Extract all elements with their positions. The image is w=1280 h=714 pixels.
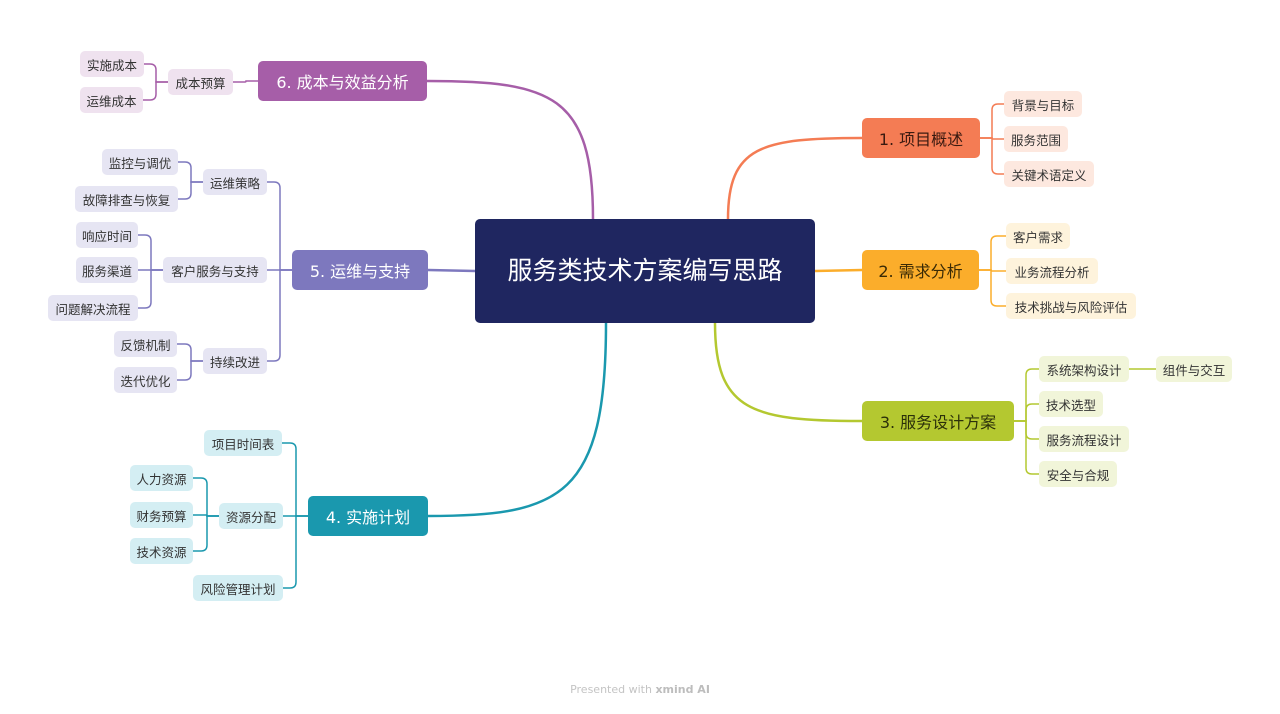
branch-implementation-plan[interactable]: 4. 实施计划 [308,496,428,536]
connector-b5-sub2-2 [137,269,164,309]
topic-business-process-analysis[interactable]: 业务流程分析 [1006,258,1098,284]
connector-b5-2 [266,269,293,362]
branch-requirements-analysis[interactable]: 2. 需求分析 [862,250,979,290]
connector-b3-1 [1013,403,1040,422]
topic-problem-resolution[interactable]: 问题解决流程 [48,295,138,321]
connector-b3-3 [1013,420,1040,475]
topic-key-terms[interactable]: 关键术语定义 [1004,161,1094,187]
connector-b6-sub-1 [142,81,169,101]
topic-tech-risk-assessment[interactable]: 技术挑战与风险评估 [1006,293,1136,319]
connector-b4-sub-2 [192,515,220,552]
connector-root-branch-4 [426,321,608,518]
connector-root-branch-1 [726,136,864,221]
topic-response-time[interactable]: 响应时间 [76,222,138,248]
connector-b5-sub2-0 [137,234,164,271]
connector-b4-sub-0 [192,477,220,517]
topic-human-resources[interactable]: 人力资源 [130,465,193,491]
connector-b2-2 [978,269,1007,307]
connector-root-branch-3 [713,321,864,423]
topic-implementation-cost[interactable]: 实施成本 [80,51,144,77]
connector-b5-sub1-1 [177,181,204,200]
branch-cost-benefit[interactable]: 6. 成本与效益分析 [258,61,427,101]
connector-b6-sub-0 [143,63,169,83]
connector-b5-sub3-0 [176,343,204,362]
connector-root-branch-5 [426,268,477,273]
topic-project-timeline[interactable]: 项目时间表 [204,430,282,456]
branch-project-overview[interactable]: 1. 项目概述 [862,118,980,158]
footer-credit: Presented with xmind AI [0,683,1280,696]
topic-iterative-optimization[interactable]: 迭代优化 [114,367,177,393]
topic-components-interaction[interactable]: 组件与交互 [1156,356,1232,382]
footer-brand: xmind AI [655,683,710,696]
connector-root-branch-2 [813,268,864,273]
connector-b5-sub3-1 [176,360,204,381]
topic-customer-service-support[interactable]: 客户服务与支持 [163,257,267,283]
topic-security-compliance[interactable]: 安全与合规 [1039,461,1117,487]
topic-troubleshooting-recovery[interactable]: 故障排查与恢复 [75,186,178,212]
topic-service-process-design[interactable]: 服务流程设计 [1039,426,1129,452]
topic-continuous-improvement[interactable]: 持续改进 [203,348,267,374]
connector-b4-2 [282,515,309,589]
topic-operation-cost[interactable]: 运维成本 [80,87,143,113]
root-topic[interactable]: 服务类技术方案编写思路 [475,219,815,323]
connector-b5-0 [266,181,293,271]
topic-background-goals[interactable]: 背景与目标 [1004,91,1082,117]
connector-b5-sub1-0 [177,161,204,183]
topic-monitoring-tuning[interactable]: 监控与调优 [102,149,178,175]
connector-b6-0 [232,80,259,83]
branch-operations-support[interactable]: 5. 运维与支持 [292,250,428,290]
connector-root-branch-6 [425,79,595,221]
topic-resource-allocation[interactable]: 资源分配 [219,503,283,529]
topic-service-scope[interactable]: 服务范围 [1004,126,1068,152]
topic-financial-budget[interactable]: 财务预算 [130,502,193,528]
connector-b1-2 [979,137,1005,175]
connector-b4-0 [281,442,309,517]
topic-system-architecture[interactable]: 系统架构设计 [1039,356,1129,382]
topic-service-channels[interactable]: 服务渠道 [76,257,138,283]
connector-b2-0 [978,235,1007,271]
topic-risk-management-plan[interactable]: 风险管理计划 [193,575,283,601]
footer-prefix: Presented with [570,683,656,696]
branch-service-design[interactable]: 3. 服务设计方案 [862,401,1014,441]
topic-tech-selection[interactable]: 技术选型 [1039,391,1103,417]
topic-feedback-mechanism[interactable]: 反馈机制 [114,331,177,357]
topic-customer-needs[interactable]: 客户需求 [1006,223,1070,249]
connector-b3-0 [1013,368,1040,422]
topic-cost-budget[interactable]: 成本预算 [168,69,233,95]
topic-technical-resources[interactable]: 技术资源 [130,538,193,564]
topic-operations-strategy[interactable]: 运维策略 [203,169,267,195]
connector-b1-0 [979,103,1005,139]
